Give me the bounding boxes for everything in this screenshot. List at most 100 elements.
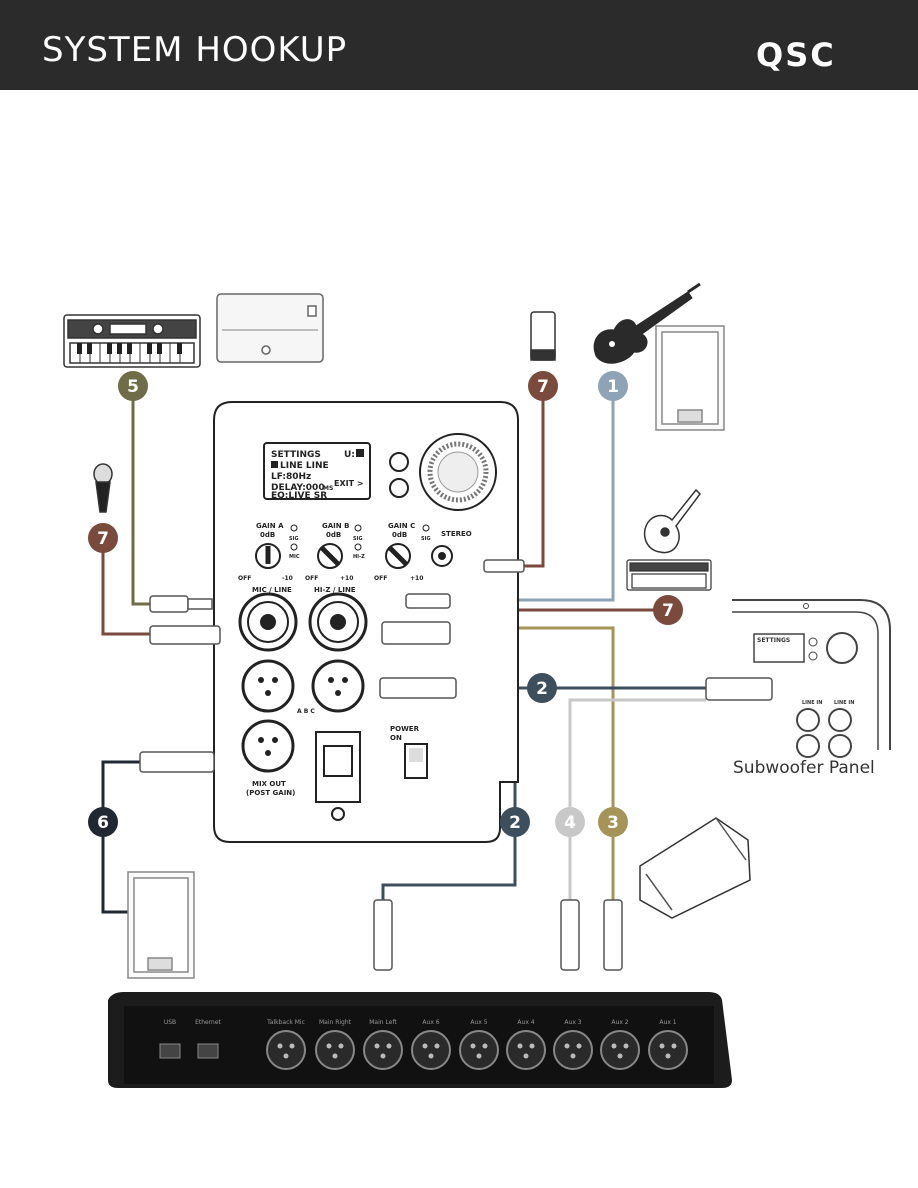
svg-text:MIC: MIC [289, 554, 300, 560]
svg-text:0dB: 0dB [260, 531, 275, 539]
mixer-label: Talkback Mic [266, 1019, 305, 1026]
phone-icon [530, 311, 556, 361]
svg-text:2: 2 [509, 813, 521, 833]
usb-port [159, 1043, 181, 1059]
svg-text:1: 1 [607, 377, 619, 397]
svg-text:ON: ON [390, 734, 402, 742]
xlr-jack [411, 1030, 451, 1070]
svg-text:HI-Z: HI-Z [353, 554, 365, 560]
svg-text:OFF: OFF [374, 575, 387, 582]
badge-7-mic: 7 [88, 523, 118, 553]
svg-text:GAIN A: GAIN A [256, 522, 284, 530]
microphone-icon [93, 463, 113, 513]
lcd-display [263, 442, 371, 500]
xlr-thru-a [241, 659, 295, 713]
svg-text:0dB: 0dB [326, 531, 341, 539]
xlr-jack [315, 1030, 355, 1070]
svg-text:0dB: 0dB [392, 531, 407, 539]
svg-text:POWER: POWER [390, 725, 420, 733]
badge-7-right: 7 [653, 595, 683, 625]
keyboard-icon [63, 314, 201, 368]
svg-text:MIC / LINE: MIC / LINE [252, 586, 292, 594]
xlr-thru-b [311, 659, 365, 713]
svg-text:-10: -10 [282, 575, 293, 582]
xlr-jack [506, 1030, 546, 1070]
badge-2: 2 [500, 807, 530, 837]
mixer-rear-panel: USB Ethernet Talkback Mic Main Right Main Le… [108, 992, 732, 1088]
floor-monitor-icon [639, 817, 751, 919]
cable-5 [131, 400, 152, 606]
svg-text:7: 7 [97, 529, 109, 549]
badge-1: 1 [598, 371, 628, 401]
mixer-label: Aux 6 [422, 1019, 439, 1026]
svg-text:SETTINGS: SETTINGS [757, 637, 790, 644]
mixer-label: Aux 2 [611, 1019, 628, 1026]
mixer-label: USB [164, 1019, 176, 1026]
lcd-line1: SETTINGS [271, 450, 321, 460]
svg-text:SIG: SIG [421, 536, 431, 542]
back-button [389, 452, 409, 472]
svg-text:OFF: OFF [238, 575, 251, 582]
monitor-icon [216, 293, 324, 363]
svg-text:7: 7 [537, 377, 549, 397]
ethernet-port [197, 1043, 219, 1059]
svg-text:GAIN C: GAIN C [388, 522, 415, 530]
svg-text:LINE LINE: LINE LINE [280, 461, 329, 471]
svg-text:MIX OUT: MIX OUT [252, 780, 286, 788]
mixer-label: Main Right [319, 1019, 352, 1026]
acoustic-guitar-icon [643, 488, 701, 554]
qsc-logo: QSC [756, 36, 836, 74]
svg-text:(POST GAIN): (POST GAIN) [246, 789, 295, 797]
enter-button [389, 478, 409, 498]
badge-5: 5 [118, 371, 148, 401]
xlr-jack [266, 1030, 306, 1070]
mixer-label: Main Left [369, 1019, 397, 1026]
speaker-bottom-icon [127, 871, 195, 979]
svg-text:SIG: SIG [353, 536, 363, 542]
mixer-label: Aux 5 [470, 1019, 487, 1026]
svg-text:A B C: A B C [297, 708, 315, 715]
cable-plugs [139, 559, 773, 971]
svg-text:HI-Z / LINE: HI-Z / LINE [314, 586, 356, 594]
badge-7-phone: 7 [528, 371, 558, 401]
badge-3: 3 [598, 807, 628, 837]
svg-text:SIG: SIG [289, 536, 299, 542]
xlr-jack [600, 1030, 640, 1070]
svg-text:6: 6 [97, 813, 109, 833]
cable-7-phone [520, 400, 545, 568]
svg-text:LINE IN: LINE IN [802, 700, 822, 706]
mixer-label: Ethernet [195, 1019, 221, 1026]
svg-text:+10: +10 [410, 575, 423, 582]
subwoofer-panel: SETTINGS LINE IN LINE IN [732, 599, 891, 758]
cable-7-mic [101, 552, 150, 636]
subwoofer-panel-title: Subwoofer Panel [733, 758, 875, 778]
svg-text:5: 5 [127, 377, 139, 397]
svg-text:LF:80Hz: LF:80Hz [271, 472, 311, 482]
svg-text:7: 7 [662, 601, 674, 621]
mixer-label: Aux 1 [659, 1019, 676, 1026]
svg-text:EXIT >: EXIT > [334, 479, 364, 488]
xlr-jack [553, 1030, 593, 1070]
svg-text:EQ:LIVE SR: EQ:LIVE SR [271, 491, 327, 501]
svg-text:OFF: OFF [305, 575, 318, 582]
badge-2-sub: 2 [527, 673, 557, 703]
svg-text:MS: MS [323, 485, 333, 492]
svg-text:U:: U: [344, 450, 355, 460]
svg-text:4: 4 [564, 813, 576, 833]
svg-text:3: 3 [607, 813, 619, 833]
svg-text:2: 2 [536, 679, 548, 699]
svg-text:GAIN B: GAIN B [322, 522, 349, 530]
page-title: SYSTEM HOOKUP [42, 30, 348, 70]
svg-text:LINE IN: LINE IN [834, 700, 854, 706]
xlr-jack [648, 1030, 688, 1070]
page-header: SYSTEM HOOKUP QSC [0, 0, 918, 90]
svg-text:+10: +10 [340, 575, 353, 582]
badge-6: 6 [88, 807, 118, 837]
xlr-jack [363, 1030, 403, 1070]
keyboard-small-icon [626, 559, 712, 591]
bass-guitar-icon [593, 282, 701, 364]
svg-text:STEREO: STEREO [441, 530, 472, 538]
mixer-label: Aux 3 [564, 1019, 581, 1026]
speaker-icon [655, 325, 725, 431]
mixer-label: Aux 4 [517, 1019, 534, 1026]
